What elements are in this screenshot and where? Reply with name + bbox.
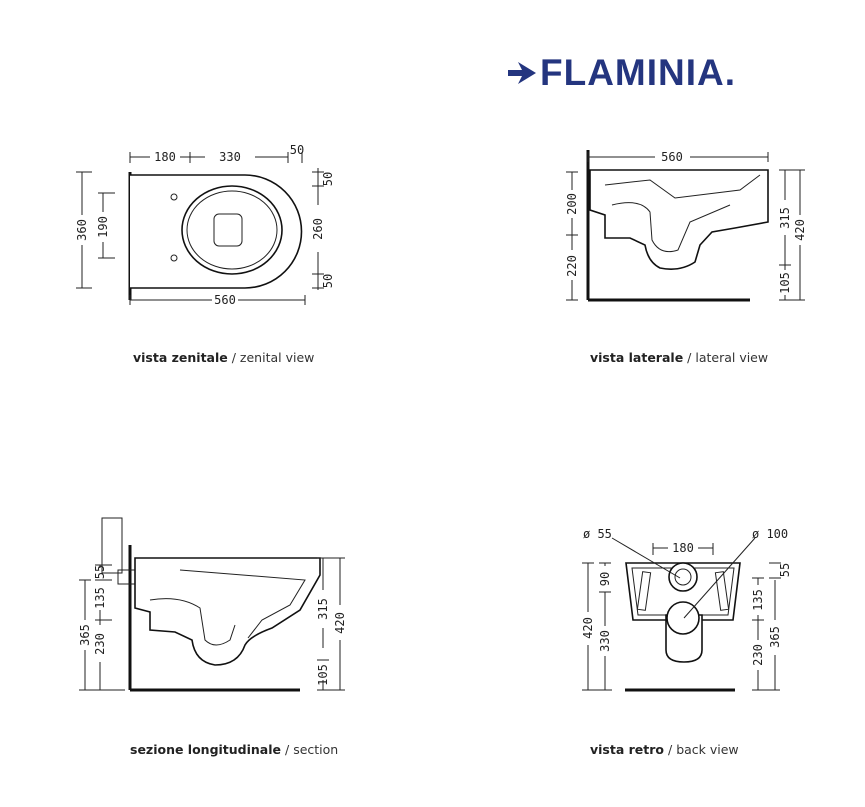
caption-it: sezione longitudinale [130, 742, 282, 757]
fixing-hole [170, 254, 178, 262]
bowl-profile [604, 174, 761, 253]
dim-90: 90 [598, 572, 612, 586]
trap-profile [149, 569, 306, 646]
dim-420: 420 [581, 617, 595, 639]
caption-separator: / [683, 350, 696, 365]
dim-105: 105 [316, 664, 330, 686]
dim-420: 420 [333, 612, 347, 634]
fixing-slot [636, 571, 652, 611]
dim-365: 365 [78, 624, 92, 646]
caption-it: vista laterale [590, 350, 684, 365]
zenital-view: 180 330 50 560 360 190 50 260 50 [75, 143, 335, 307]
bowl-inner [186, 190, 278, 270]
dim-180: 180 [672, 541, 694, 555]
dim-55: 55 [778, 563, 792, 577]
fixing-hole [170, 193, 178, 201]
dim-135: 135 [751, 589, 765, 611]
dim-50: 50 [290, 143, 304, 157]
caption-it: vista retro [590, 742, 665, 757]
leader-line [611, 537, 681, 579]
dim-180: 180 [154, 150, 176, 164]
section-view: 365 55 135 230 315 105 420 [78, 517, 347, 692]
caption-separator: / [281, 742, 294, 757]
dim-315: 315 [316, 598, 330, 620]
caption-en: section [293, 742, 339, 757]
caption-zenital-view: vista zenitale / zenital view [133, 350, 314, 365]
caption-en: back view [676, 742, 739, 757]
drain-opening [213, 213, 243, 247]
dim-315: 315 [778, 207, 792, 229]
back-view: ø 55 ø 100 180 420 90 330 55 135 230 365 [581, 527, 792, 692]
dim-50: 50 [321, 172, 335, 186]
dim-330: 330 [219, 150, 241, 164]
dim-50: 50 [321, 274, 335, 288]
water-inlet-pipe [101, 517, 123, 574]
inlet-hole [674, 568, 692, 586]
dim-190: 190 [96, 216, 110, 238]
back-inner-outline [631, 567, 735, 616]
dim-200: 200 [565, 193, 579, 215]
flaminia-logo: FLAMINIA. [506, 48, 806, 98]
inlet-ring [668, 562, 698, 592]
caption-separator: / [664, 742, 677, 757]
dim-330: 330 [598, 630, 612, 652]
dim-105: 105 [778, 272, 792, 294]
dim-560: 560 [661, 150, 683, 164]
dim-230: 230 [93, 633, 107, 655]
dim-outlet-diameter: ø 100 [752, 527, 788, 541]
dim-560: 560 [214, 293, 236, 307]
leader-line [683, 537, 756, 619]
lateral-dimensions [566, 152, 805, 301]
dim-230: 230 [751, 644, 765, 666]
dim-365: 365 [768, 626, 782, 648]
seat-rim [181, 185, 283, 275]
zenital-dimensions [76, 152, 324, 305]
caption-section-view: sezione longitudinale / section [130, 742, 338, 757]
dim-420: 420 [793, 219, 807, 241]
dim-135: 135 [93, 587, 107, 609]
toilet-outline [589, 169, 769, 270]
caption-en: lateral view [695, 350, 769, 365]
dim-260: 260 [311, 218, 325, 240]
dim-55: 55 [93, 565, 107, 579]
caption-it: vista zenitale [133, 350, 228, 365]
dim-360: 360 [75, 219, 89, 241]
brand-name: FLAMINIA. [540, 52, 737, 93]
lateral-view: 560 200 220 315 105 420 [565, 150, 807, 302]
section-dimensions [79, 557, 345, 691]
arrow-right-icon [508, 62, 536, 84]
dim-inlet-diameter: ø 55 [583, 527, 612, 541]
caption-back-view: vista retro / back view [590, 742, 739, 757]
caption-en: zenital view [239, 350, 315, 365]
back-dimensions [582, 543, 781, 691]
fixing-slot [714, 571, 730, 611]
dim-220: 220 [565, 255, 579, 277]
caption-lateral-view: vista laterale / lateral view [590, 350, 768, 365]
toilet-section [134, 557, 321, 666]
caption-separator: / [227, 350, 240, 365]
